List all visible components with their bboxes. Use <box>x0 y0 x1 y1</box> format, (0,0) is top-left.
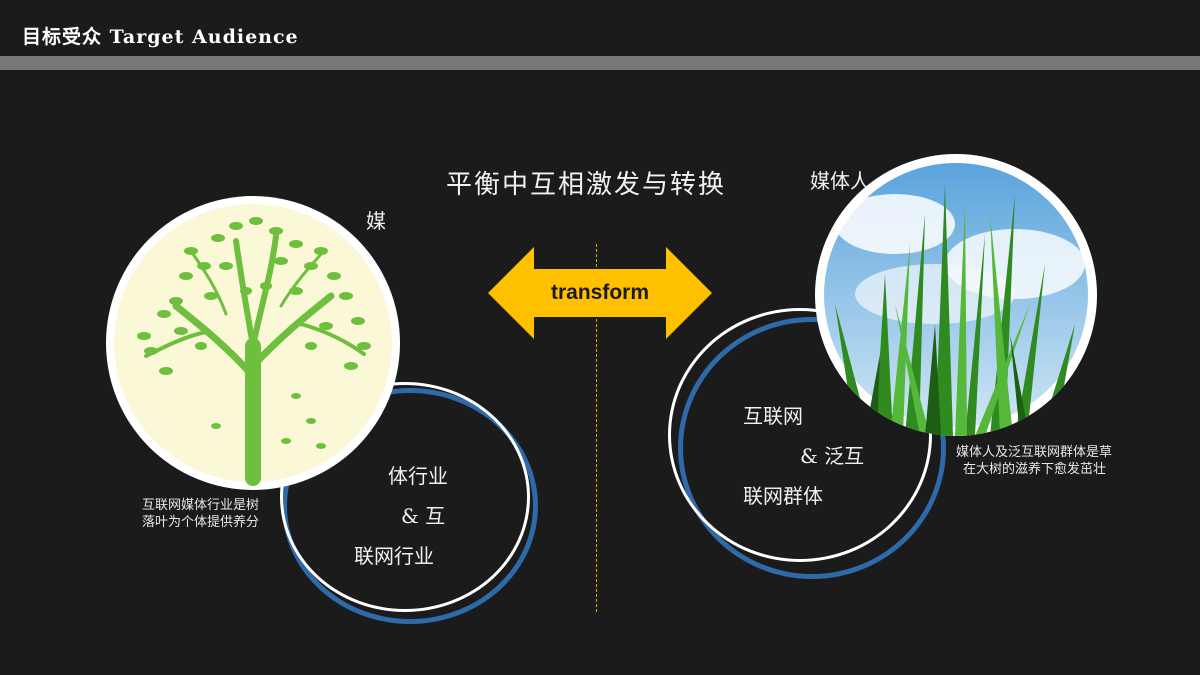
header-bar <box>0 56 1200 70</box>
header-title: 目标受众 Target Audience <box>22 26 299 48</box>
left-caption-line-1: 互联网媒体行业是树 <box>142 498 260 513</box>
left-side-label: 媒 <box>366 209 386 233</box>
center-divider <box>596 244 597 612</box>
right-ring-line-3: 联网群体 <box>743 484 823 508</box>
right-ring-line-2: & 泛互 <box>800 444 865 468</box>
right-ring-line-1: 互联网 <box>743 404 803 428</box>
grass-photo-icon <box>824 163 1088 436</box>
left-ring-line-3: 联网行业 <box>354 544 434 568</box>
left-ring-line-2: & 互 <box>401 504 446 528</box>
right-caption-line-2: 在大树的滋养下愈发茁壮 <box>963 462 1107 477</box>
double-arrow-icon <box>488 247 712 339</box>
grass-image <box>815 154 1097 436</box>
right-caption-line-1: 媒体人及泛互联网群体是草 <box>956 445 1113 460</box>
right-ring-white <box>668 308 932 562</box>
tree-image <box>106 196 400 490</box>
arrow-label: transform <box>550 281 650 304</box>
right-side-label: 媒体人 <box>810 169 870 193</box>
center-title: 平衡中互相激发与转换 <box>446 170 727 200</box>
left-caption-line-2: 落叶为个体提供养分 <box>142 515 260 530</box>
left-ring-white <box>280 382 530 612</box>
tree-illustration-icon <box>114 204 392 486</box>
left-ring-line-1: 体行业 <box>388 464 448 488</box>
